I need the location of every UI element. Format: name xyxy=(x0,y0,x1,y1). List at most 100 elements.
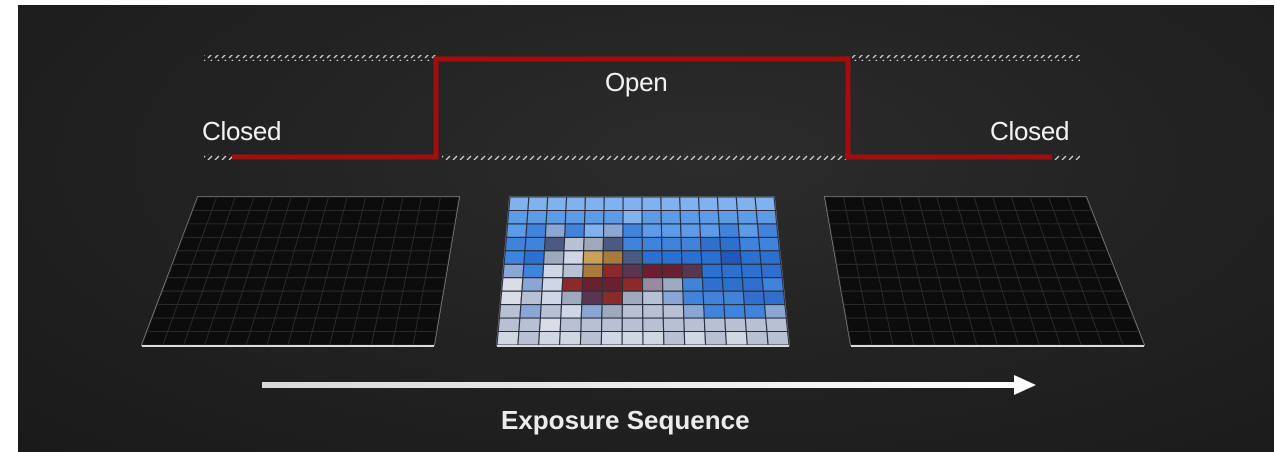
sensor-pixel xyxy=(412,331,437,346)
sensor-pixel xyxy=(362,277,387,292)
sensor-pixel xyxy=(377,210,401,225)
sensor-pixel xyxy=(895,263,920,279)
sensor-pixel xyxy=(680,250,703,265)
sensor-pixel xyxy=(356,304,381,319)
sensor-pixel xyxy=(972,331,999,346)
sensor-pixel xyxy=(725,330,748,346)
sensor-pixel xyxy=(302,277,327,292)
sensor-pixel xyxy=(539,304,563,319)
hatch-bottom-left xyxy=(204,154,232,160)
sensor-pixel xyxy=(602,223,624,238)
sensor-pixel xyxy=(415,210,439,225)
hatch-top-right xyxy=(852,55,1080,61)
sensor-pixel xyxy=(863,304,888,319)
sensor-pixel xyxy=(503,250,526,265)
sensor-pixel xyxy=(522,263,545,279)
sensor-pixel xyxy=(717,209,739,225)
sensor-pixel xyxy=(889,236,913,252)
sensor-pixel xyxy=(339,290,364,306)
sensor-pixel xyxy=(661,263,683,279)
sensor-pixel xyxy=(856,263,880,279)
sensor-pixel xyxy=(870,236,894,252)
sensor-pixel xyxy=(432,223,455,238)
sensor-pixel xyxy=(737,223,760,238)
sensor-pixel xyxy=(538,330,561,346)
sensor-pixel xyxy=(601,277,624,292)
sensor-pixel xyxy=(702,290,725,306)
hatch-top-left xyxy=(204,55,436,61)
sensor-pixel xyxy=(641,236,663,252)
sensor-pixel xyxy=(388,250,412,265)
sensor-pixel xyxy=(904,304,929,319)
sensor-pixel xyxy=(826,210,850,225)
sensor-pixel xyxy=(878,277,903,292)
sensor-pixel xyxy=(544,223,566,238)
sensor-pixel xyxy=(845,210,869,225)
sensor-pixel xyxy=(584,196,605,212)
sensor-pixel xyxy=(621,277,644,292)
sensor-pixel xyxy=(365,263,390,279)
sensor-exposed xyxy=(496,196,790,347)
sensor-pixel xyxy=(520,290,543,306)
hatch-bottom-right xyxy=(1054,154,1080,160)
sensor-pixel xyxy=(743,304,767,319)
sensor-pixel xyxy=(682,304,705,319)
sensor-pixel xyxy=(866,317,891,332)
sensor-pixel xyxy=(901,290,926,306)
sensor-pixel xyxy=(358,210,382,225)
sensor-pixel xyxy=(601,290,624,306)
sensor-pixel xyxy=(519,304,542,319)
sensor-pixel xyxy=(661,250,683,265)
sensor-pixel xyxy=(944,304,970,319)
sensor-pixel xyxy=(905,223,929,238)
sensor-pixel xyxy=(320,210,345,225)
sensor-pixel xyxy=(498,304,522,319)
sensor-pixel xyxy=(914,263,940,279)
sensor-pixel xyxy=(391,331,417,346)
sensor-pixel xyxy=(274,304,300,319)
sensor-pixel xyxy=(582,250,604,265)
sensor-pixel xyxy=(622,250,644,265)
sensor-pixel xyxy=(324,196,348,211)
diagram-svg xyxy=(140,55,1146,395)
sensor-pixel xyxy=(322,277,347,292)
sensor-pixel xyxy=(497,317,521,333)
sensor-pixel xyxy=(662,304,685,319)
sensor-pixel xyxy=(740,263,763,279)
sensor-pixel xyxy=(736,209,759,225)
sensor-pixel xyxy=(741,277,765,292)
sensor-pixel xyxy=(938,277,963,292)
sensor-pixel xyxy=(621,317,644,333)
sensor-pixel xyxy=(910,331,936,346)
sensor-pixel xyxy=(342,277,367,292)
sensor-pixel xyxy=(758,236,781,252)
sensor-pixel xyxy=(941,290,967,306)
sensor-pixel xyxy=(759,250,782,265)
sensor-pixel xyxy=(501,277,524,292)
sensor-pixel xyxy=(754,196,777,212)
caption-exposure-sequence: Exposure Sequence xyxy=(501,405,750,435)
sensor-pixel xyxy=(311,317,337,332)
sensor-pixel xyxy=(641,277,664,292)
sensor-pixel xyxy=(559,317,582,333)
sensor-pixel xyxy=(721,277,744,292)
sensor-pixel xyxy=(683,317,706,333)
sensor-pixel xyxy=(379,290,404,306)
sensor-pixel xyxy=(380,196,404,211)
sensor-pixel xyxy=(858,277,883,292)
sensor-pixel xyxy=(562,250,585,265)
sensor-pixel xyxy=(641,223,663,238)
sensor-pixel xyxy=(861,290,885,306)
sensor-pixel xyxy=(660,209,682,225)
sensor-pixel xyxy=(850,236,874,252)
sensor-pixel xyxy=(505,223,528,238)
sensor-pixel xyxy=(402,277,426,292)
sensor-pixel xyxy=(864,210,888,225)
sensor-pixel xyxy=(502,263,525,279)
sensor-pixel xyxy=(951,331,978,346)
sensor-pixel xyxy=(506,209,529,225)
sensor-pixel xyxy=(287,331,313,346)
sensor-pixel xyxy=(332,236,357,252)
sensor-pixel xyxy=(682,290,705,306)
sensor-pixel xyxy=(420,290,444,306)
